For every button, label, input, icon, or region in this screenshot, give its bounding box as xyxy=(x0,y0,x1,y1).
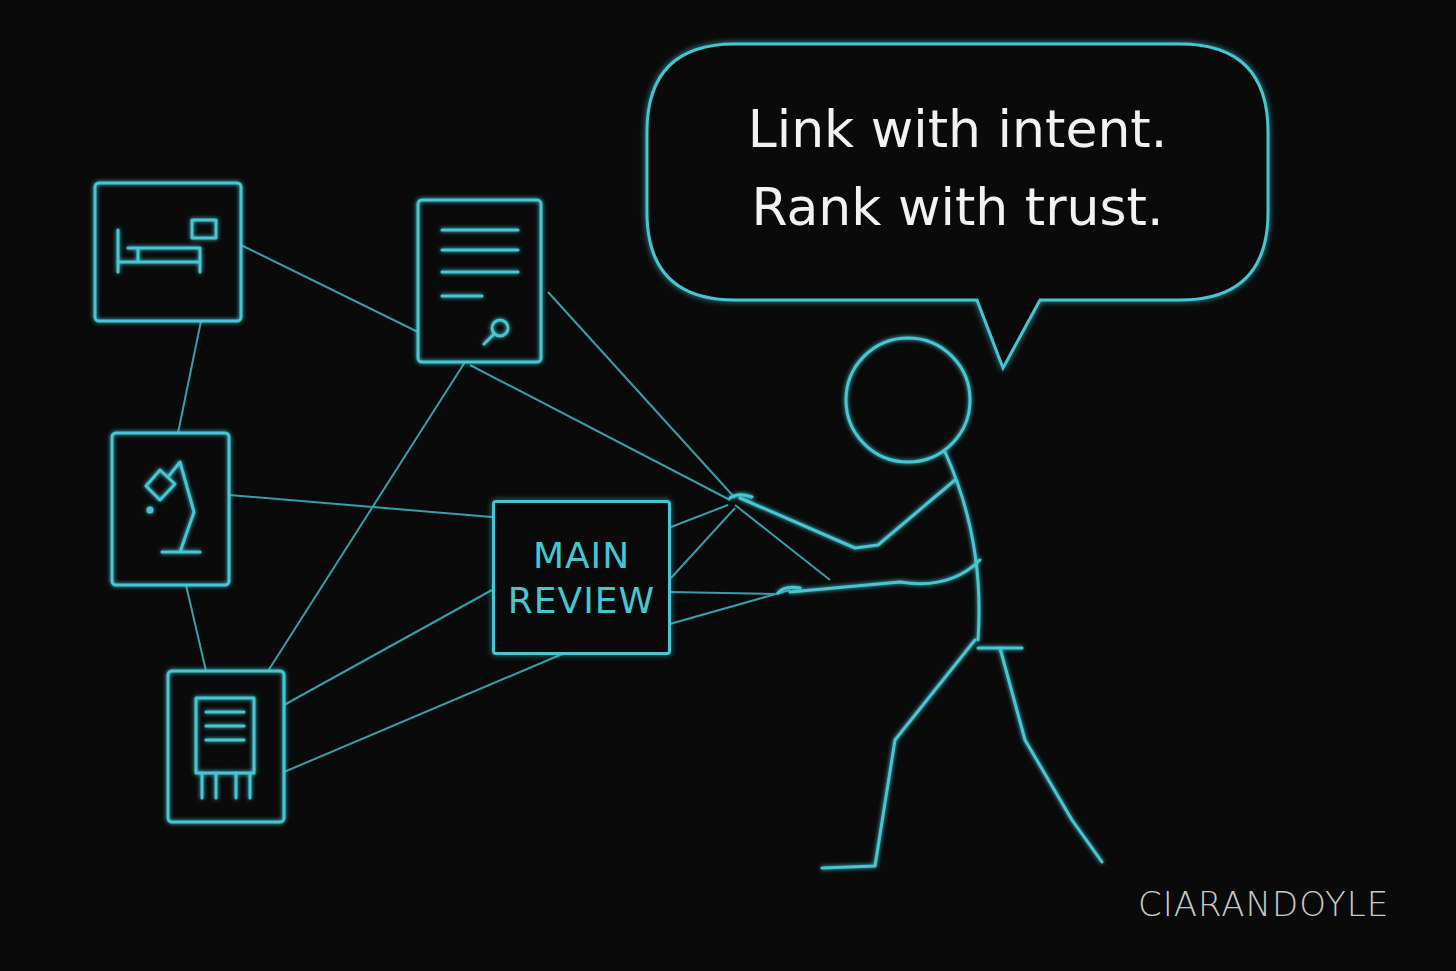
sign-icon xyxy=(168,671,284,822)
link-lines xyxy=(178,245,830,772)
bubble-outline xyxy=(645,42,1270,300)
stick-figure xyxy=(730,338,1102,868)
speech-text: Link with intent. Rank with trust. xyxy=(723,90,1193,246)
box-label: MAIN REVIEW xyxy=(502,533,662,623)
lamp-icon xyxy=(112,433,229,585)
speech-bubble: Link with intent. Rank with trust. xyxy=(645,42,1270,300)
document-icon xyxy=(418,200,541,362)
process-box: MAIN REVIEW xyxy=(492,500,671,655)
watermark: CIARANDOYLE xyxy=(1138,884,1389,924)
bed-icon xyxy=(95,183,241,321)
